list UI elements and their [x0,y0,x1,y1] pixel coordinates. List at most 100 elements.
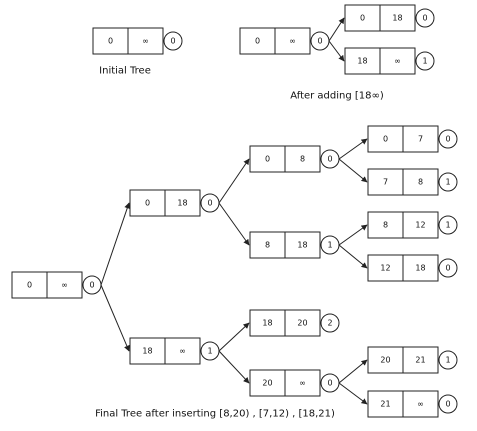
edge-final-root-to-n_18_inf [100,284,130,352]
interval-right: ∞ [417,400,424,409]
interval-right: 8 [300,155,305,164]
count-value: 2 [327,319,332,328]
interval-right: 7 [418,135,423,144]
count-value: 1 [327,241,332,250]
interval-left: 0 [145,199,150,208]
count-value: 1 [207,347,212,356]
interval-left: 12 [380,264,390,273]
interval-right: 18 [177,199,187,208]
node-final-n-20-inf: 20 ∞ 0 [249,369,340,397]
interval-right: 18 [297,241,307,250]
interval-left: 0 [27,281,32,290]
interval-left: 0 [255,37,260,46]
caption-after-adding: After adding [18∞) [290,91,384,102]
node-final-n-8-12: 8 12 1 [367,211,458,239]
interval-right: ∞ [142,37,149,46]
count-value: 0 [89,281,94,290]
count-circle [320,373,340,393]
count-circle [310,31,330,51]
edge-final-n_0_8-to-n_7_8 [338,158,368,183]
count-value: 0 [327,379,332,388]
count-value: 0 [327,155,332,164]
count-circle [438,215,458,235]
interval-right: 18 [392,14,402,23]
count-circle [163,31,183,51]
interval-left: 21 [380,400,390,409]
count-value: 1 [445,221,450,230]
count-value: 1 [422,57,427,66]
interval-right: ∞ [179,347,186,356]
count-value: 0 [422,14,427,23]
count-value: 0 [445,264,450,273]
interval-right: ∞ [299,379,306,388]
edge-after_adding-root-to-bottom_child [328,40,345,62]
node-initial-root: 0 ∞ 0 [92,27,183,55]
edge-final-n_18_inf-to-n_20_inf [218,350,250,384]
interval-left: 8 [383,221,388,230]
count-value: 0 [207,199,212,208]
edge-final-n_18_inf-to-n_18_20 [218,322,250,352]
count-circle [200,193,220,213]
count-value: 0 [445,135,450,144]
interval-right: ∞ [289,37,296,46]
count-value: 0 [317,37,322,46]
node-final-n-0-8: 0 8 0 [249,145,340,173]
node-final-n-0-18: 0 18 0 [129,189,220,217]
edge-final-n_8_18-to-n_12_18 [338,244,368,269]
count-circle [438,258,458,278]
edge-final-root-to-n_0_18 [100,202,131,286]
edge-final-n_8_18-to-n_8_12 [338,224,368,246]
count-circle [438,129,458,149]
captions: Initial Tree After adding [18∞) Final Tr… [95,66,384,420]
interval-left: 20 [262,379,272,388]
node-final-n-20-21: 20 21 1 [367,346,458,374]
interval-right: 18 [415,264,425,273]
count-value: 0 [445,400,450,409]
node-final-n-18-inf: 18 ∞ 1 [129,337,220,365]
node-after_adding-bottom-child: 18 ∞ 1 [344,47,435,75]
count-circle [438,350,458,370]
node-final-root: 0 ∞ 0 [11,271,102,299]
tree-edges [100,17,368,405]
interval-left: 0 [108,37,113,46]
count-circle [200,341,220,361]
count-circle [438,394,458,414]
interval-right: 21 [415,356,425,365]
node-after_adding-root: 0 ∞ 0 [239,27,330,55]
interval-left: 0 [265,155,270,164]
count-circle [320,235,340,255]
node-final-n-8-18: 8 18 1 [249,231,340,259]
interval-left: 8 [265,241,270,250]
interval-left: 7 [383,178,388,187]
interval-right: ∞ [61,281,68,290]
count-circle [415,8,435,28]
node-final-n-21-inf: 21 ∞ 0 [367,390,458,418]
count-value: 0 [170,37,175,46]
edge-final-n_0_18-to-n_8_18 [218,202,250,246]
interval-left: 18 [357,57,367,66]
interval-left: 0 [383,135,388,144]
edge-final-n_0_8-to-n_0_7 [338,138,368,160]
edge-final-n_20_inf-to-n_21_inf [338,382,368,405]
interval-right: 8 [418,178,423,187]
count-value: 1 [445,356,450,365]
interval-left: 20 [380,356,390,365]
interval-right: ∞ [394,57,401,66]
interval-left: 18 [142,347,152,356]
edge-final-n_20_inf-to-n_20_21 [338,359,368,384]
count-circle [320,149,340,169]
interval-right: 12 [415,221,425,230]
caption-initial-tree: Initial Tree [99,66,151,77]
node-final-n-12-18: 12 18 0 [367,254,458,282]
caption-final-tree: Final Tree after inserting [8,20) , [7,1… [95,409,335,420]
count-circle [320,313,340,333]
edge-after_adding-root-to-top_child [328,17,345,42]
count-circle [82,275,102,295]
interval-left: 18 [262,319,272,328]
edge-final-n_0_18-to-n_0_8 [218,158,250,204]
